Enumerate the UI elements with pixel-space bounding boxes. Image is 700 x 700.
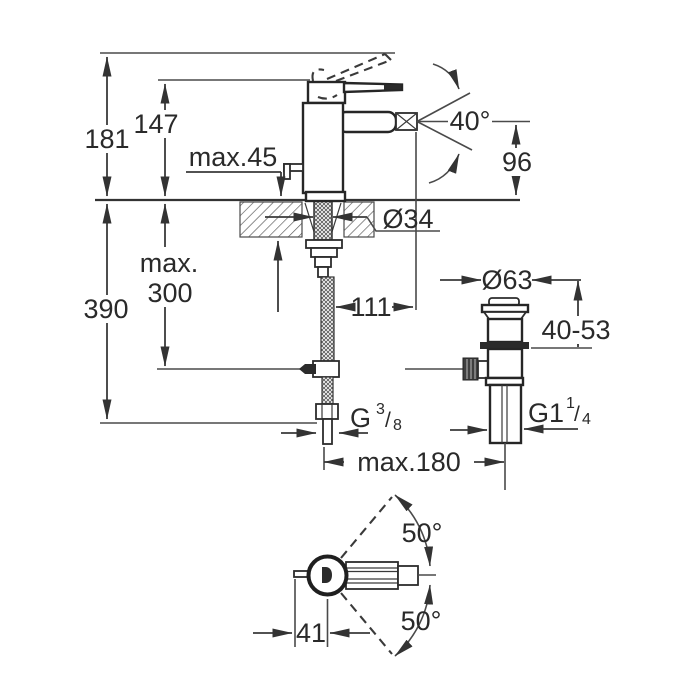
deck-hatch-left bbox=[239, 201, 303, 238]
dimension-max300: max. 300 bbox=[137, 203, 203, 367]
valve-gasket bbox=[480, 342, 529, 349]
valve-upper-body bbox=[486, 317, 524, 344]
label-spout-projection: 111 bbox=[350, 292, 391, 322]
lever-raised-dashed bbox=[326, 53, 386, 80]
label-outlet-thread: G1 bbox=[528, 398, 564, 428]
dimension-g38: G 3 / 8 bbox=[281, 401, 402, 438]
label-inlet-thread-sup: 3 bbox=[376, 401, 385, 418]
label-inlet-thread-sub: 8 bbox=[393, 417, 402, 434]
dimension-o63: Ø63 bbox=[440, 265, 581, 295]
faucet-body-column bbox=[301, 101, 345, 195]
label-hose-reach-2: 300 bbox=[147, 278, 192, 308]
label-swivel-lower: 50° bbox=[401, 606, 442, 636]
handle-base-block bbox=[306, 80, 347, 105]
mounting-nut bbox=[310, 247, 338, 258]
fan-line-upper bbox=[416, 92, 471, 123]
hose-nut-g38 bbox=[315, 403, 339, 420]
popup-guide-upper bbox=[314, 256, 332, 268]
spout bbox=[336, 110, 398, 134]
valve-tailpipe bbox=[488, 383, 523, 445]
rod-connector bbox=[299, 364, 316, 374]
hose-pipe-end bbox=[322, 418, 333, 445]
label-hose-reach-1: max. bbox=[140, 248, 199, 278]
faucet-side-view bbox=[283, 53, 418, 203]
mounting-washer bbox=[305, 239, 343, 249]
dimension-o34: Ø34 bbox=[265, 204, 440, 234]
label-outlet-thread-sup: 1 bbox=[566, 395, 575, 412]
swivel-dashed-upper bbox=[340, 496, 393, 559]
swivel-dashed-lower bbox=[340, 592, 393, 655]
label-outlet-thread-sub: 4 bbox=[582, 411, 591, 428]
swivel-arc-lower bbox=[394, 584, 434, 657]
base-flange bbox=[304, 190, 347, 203]
threaded-shank bbox=[313, 199, 333, 241]
dimension-max45: max.45 bbox=[186, 142, 286, 312]
lever-raised-dashed bbox=[335, 59, 392, 82]
lever-raised-tip-dashed bbox=[384, 53, 392, 61]
under-deck-assembly bbox=[305, 239, 343, 445]
label-outlet-thread-slash: / bbox=[574, 403, 580, 426]
dimension-40deg: 40° bbox=[416, 63, 530, 184]
arc-arrow-upper bbox=[432, 63, 460, 90]
dimension-181: 181 bbox=[84, 56, 130, 197]
faucet-plan-view: 50° 50° bbox=[293, 494, 443, 657]
flex-hose-upper bbox=[320, 276, 335, 362]
plan-spout-outer bbox=[345, 561, 399, 590]
flex-hose-lower bbox=[321, 376, 334, 405]
label-inlet-thread-slash: / bbox=[385, 409, 391, 432]
label-aerator-angle: 40° bbox=[450, 106, 491, 136]
handle-detail-dashed bbox=[317, 94, 338, 100]
label-height-upper: 147 bbox=[133, 109, 178, 139]
dimension-max180: max.180 bbox=[323, 447, 505, 477]
label-height-total: 181 bbox=[84, 124, 129, 154]
plan-lever-section bbox=[322, 567, 332, 583]
deck-cross-section bbox=[239, 199, 375, 241]
popup-rod-knob-hook bbox=[283, 163, 291, 180]
valve-lower-body bbox=[486, 347, 524, 380]
dimension-41: 41 bbox=[253, 579, 370, 648]
dimension-40-53: 40-53 bbox=[541, 280, 611, 348]
swivel-arc-upper bbox=[394, 494, 434, 567]
label-depth-total: 390 bbox=[83, 294, 128, 324]
label-deck-thickness: max.45 bbox=[189, 142, 278, 172]
label-rod-offset: 41 bbox=[296, 618, 326, 648]
dimension-g114: G1 1 / 4 bbox=[450, 395, 591, 435]
label-flange-diameter: Ø63 bbox=[481, 265, 532, 295]
label-spout-height: 96 bbox=[502, 147, 532, 177]
label-hole-diameter: Ø34 bbox=[382, 204, 433, 234]
dimension-390: 390 bbox=[83, 203, 129, 420]
rod-clamp bbox=[312, 360, 340, 378]
label-rod-distance: max.180 bbox=[357, 447, 461, 477]
label-height-range: 40-53 bbox=[541, 315, 610, 345]
label-inlet-thread: G bbox=[350, 403, 371, 433]
dimension-96: 96 bbox=[499, 124, 535, 196]
plan-aerator bbox=[397, 565, 419, 586]
handle-lever-tip bbox=[384, 85, 401, 90]
label-swivel-upper: 50° bbox=[402, 518, 443, 548]
fan-line-lower bbox=[416, 120, 473, 151]
arc-arrow-lower bbox=[428, 153, 460, 184]
valve-cap-rim bbox=[480, 303, 530, 314]
dimension-147: 147 bbox=[133, 83, 179, 197]
dimension-111: 111 bbox=[335, 292, 414, 322]
popup-guide-lower bbox=[317, 266, 329, 278]
plan-popup-rod bbox=[293, 570, 309, 578]
drain-valve bbox=[480, 297, 530, 490]
aerator-hatch bbox=[395, 112, 418, 131]
lever-pivot-dashed bbox=[311, 68, 325, 82]
